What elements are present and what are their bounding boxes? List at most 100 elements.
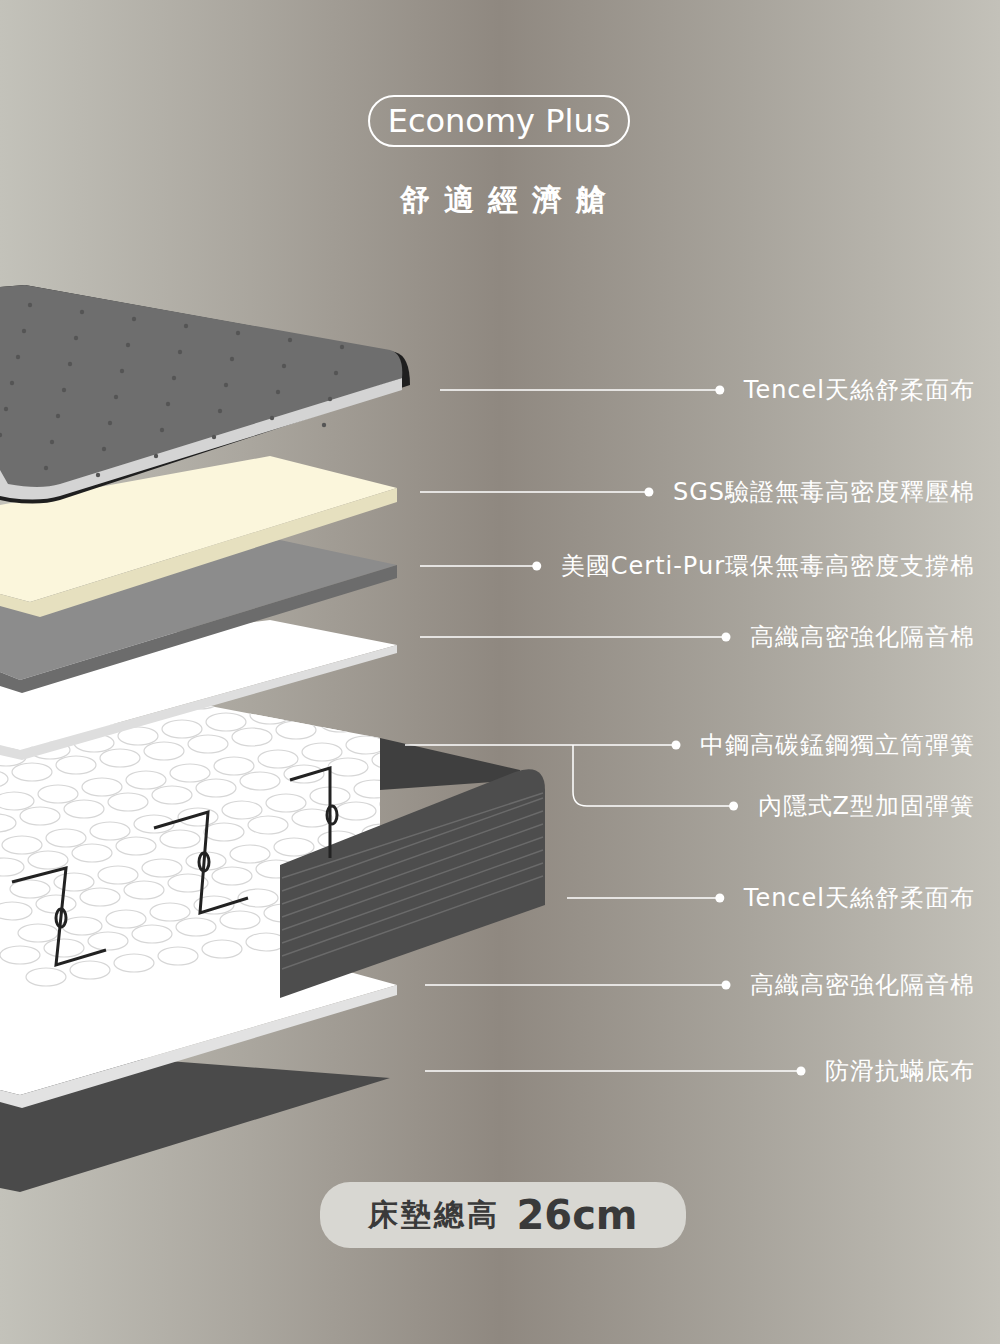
coil	[26, 968, 66, 986]
layer-label: 防滑抗蟎底布	[825, 1055, 975, 1087]
coil	[90, 822, 130, 840]
coil	[152, 786, 192, 804]
coil	[0, 792, 34, 810]
tuft	[80, 310, 84, 314]
leader-dot	[715, 894, 724, 903]
tuft	[166, 402, 170, 406]
tuft	[224, 383, 228, 387]
z-springs	[12, 768, 337, 965]
cover-side	[0, 378, 402, 500]
cover-rim	[0, 285, 410, 504]
coil	[206, 713, 246, 731]
coil	[64, 800, 104, 818]
title-pill: Economy Plus	[368, 95, 631, 147]
tuft	[276, 390, 280, 394]
tuft	[328, 397, 332, 401]
coil	[0, 858, 24, 876]
coil	[0, 902, 32, 920]
stripe	[282, 824, 543, 917]
coil	[126, 771, 166, 789]
layer-label: 中鋼高碳錳鋼獨立筒彈簧	[700, 729, 975, 761]
coil	[426, 678, 466, 696]
coil	[72, 844, 112, 862]
coil	[196, 779, 236, 797]
tuft	[44, 466, 48, 470]
coil	[258, 750, 298, 768]
coil	[98, 866, 138, 884]
coil	[400, 656, 440, 674]
tuft	[270, 416, 274, 420]
leader-dot	[722, 981, 731, 990]
node-text: 床墊總高	[368, 1195, 500, 1236]
coil	[100, 749, 140, 767]
tuft	[160, 428, 164, 432]
coil	[220, 911, 260, 929]
tuft	[120, 369, 124, 373]
tuft	[68, 362, 72, 366]
tuft	[154, 454, 158, 458]
tuft	[218, 409, 222, 413]
coil	[36, 895, 76, 913]
leader-line	[567, 897, 720, 899]
coil	[124, 881, 164, 899]
coil	[266, 794, 306, 812]
bottom-padding-edge	[0, 985, 397, 1108]
tuft	[212, 435, 216, 439]
coil	[158, 947, 198, 965]
coil	[106, 910, 146, 928]
coil	[356, 663, 396, 681]
coil	[142, 859, 182, 877]
coil	[62, 917, 102, 935]
leader-line	[440, 389, 720, 391]
leader-line	[420, 636, 726, 638]
coil	[338, 692, 378, 710]
cover-tufts	[0, 303, 344, 477]
coil	[28, 851, 68, 869]
coil	[248, 816, 288, 834]
layer-label: 高織高密強化隔音棉	[750, 621, 975, 653]
tuft	[4, 407, 8, 411]
coil	[56, 756, 96, 774]
coil	[0, 814, 16, 832]
tuft	[288, 338, 292, 342]
leader-dot	[715, 386, 724, 395]
coil	[284, 765, 324, 783]
coil	[230, 845, 270, 863]
coil	[336, 802, 376, 820]
leader-dot	[532, 562, 541, 571]
coil	[114, 954, 154, 972]
coil	[88, 932, 128, 950]
panel-stripes	[282, 793, 543, 969]
leader-dot	[797, 1067, 806, 1076]
leader-dot	[729, 802, 738, 811]
leader-line	[425, 1070, 801, 1072]
coil	[364, 707, 404, 725]
coil	[80, 888, 120, 906]
tuft	[340, 345, 344, 349]
stripe	[282, 863, 543, 956]
coil	[144, 742, 184, 760]
coil	[116, 837, 156, 855]
coil	[178, 808, 218, 826]
tuft	[50, 440, 54, 444]
coil	[82, 778, 122, 796]
stripe	[282, 876, 543, 969]
coil	[382, 685, 422, 703]
coil	[108, 793, 148, 811]
layer-label: 內隱式Z型加固彈簧	[758, 790, 975, 822]
coil	[162, 720, 202, 738]
coil	[202, 940, 242, 958]
coil	[276, 721, 316, 739]
coil	[0, 770, 8, 788]
coil	[132, 925, 172, 943]
stripe	[282, 837, 543, 930]
coil	[186, 852, 226, 870]
leader-dot	[672, 741, 681, 750]
side-panel	[280, 769, 545, 998]
tuft	[178, 350, 182, 354]
leader-dot	[644, 488, 653, 497]
coil	[10, 880, 50, 898]
layer-label: Tencel天絲舒柔面布	[744, 882, 975, 914]
coil	[250, 706, 290, 724]
height-badge: 床墊總高26cm	[320, 1182, 686, 1248]
